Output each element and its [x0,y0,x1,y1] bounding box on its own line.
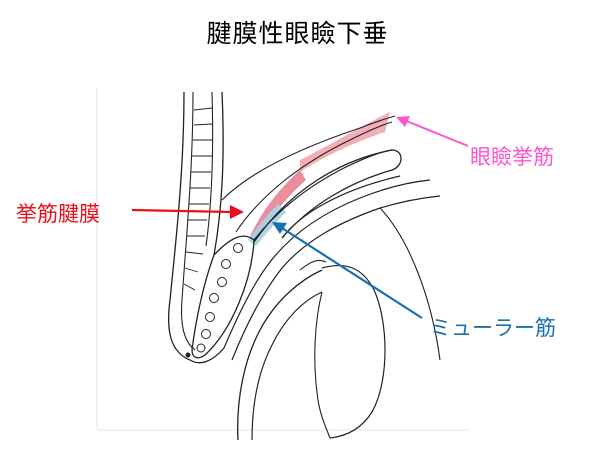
levator-muscle-label: 眼瞼挙筋 [470,145,554,169]
upper-lid-inner-line [213,91,224,256]
fornix-inner-line [281,175,401,239]
septum-line [221,115,396,201]
levator-upper-line [235,121,393,233]
muller-muscle-label: ミューラー筋 [430,316,556,340]
muller-arrow [272,222,423,319]
fornix-outer-line [253,149,402,243]
iris-lens [321,264,386,439]
ciliary-line [299,259,327,271]
lash-root-dot [185,352,191,358]
lid-margin-line [189,347,225,364]
upper-lid-outer-line [167,91,191,361]
orbicularis-inner-line-2 [205,91,214,247]
diagram-border [96,88,470,431]
orbicularis-hatching [183,107,213,291]
tarsal-plate [191,235,255,359]
meibomian-glands [196,243,243,353]
iris-front [314,291,331,439]
orbicularis-inner-line [180,91,196,351]
aponeurosis-arrow [131,205,244,219]
sclera-line [379,207,441,361]
figure-title: 腱膜性眼瞼下垂 [206,19,389,48]
levator-aponeurosis-label: 挙筋腱膜 [16,202,100,226]
cornea-outer [237,269,323,441]
levator-arrow [396,116,469,147]
bulbar-conjunctiva [231,195,441,361]
cornea-inner [251,291,323,441]
palpebral-conjunctiva [223,179,431,349]
